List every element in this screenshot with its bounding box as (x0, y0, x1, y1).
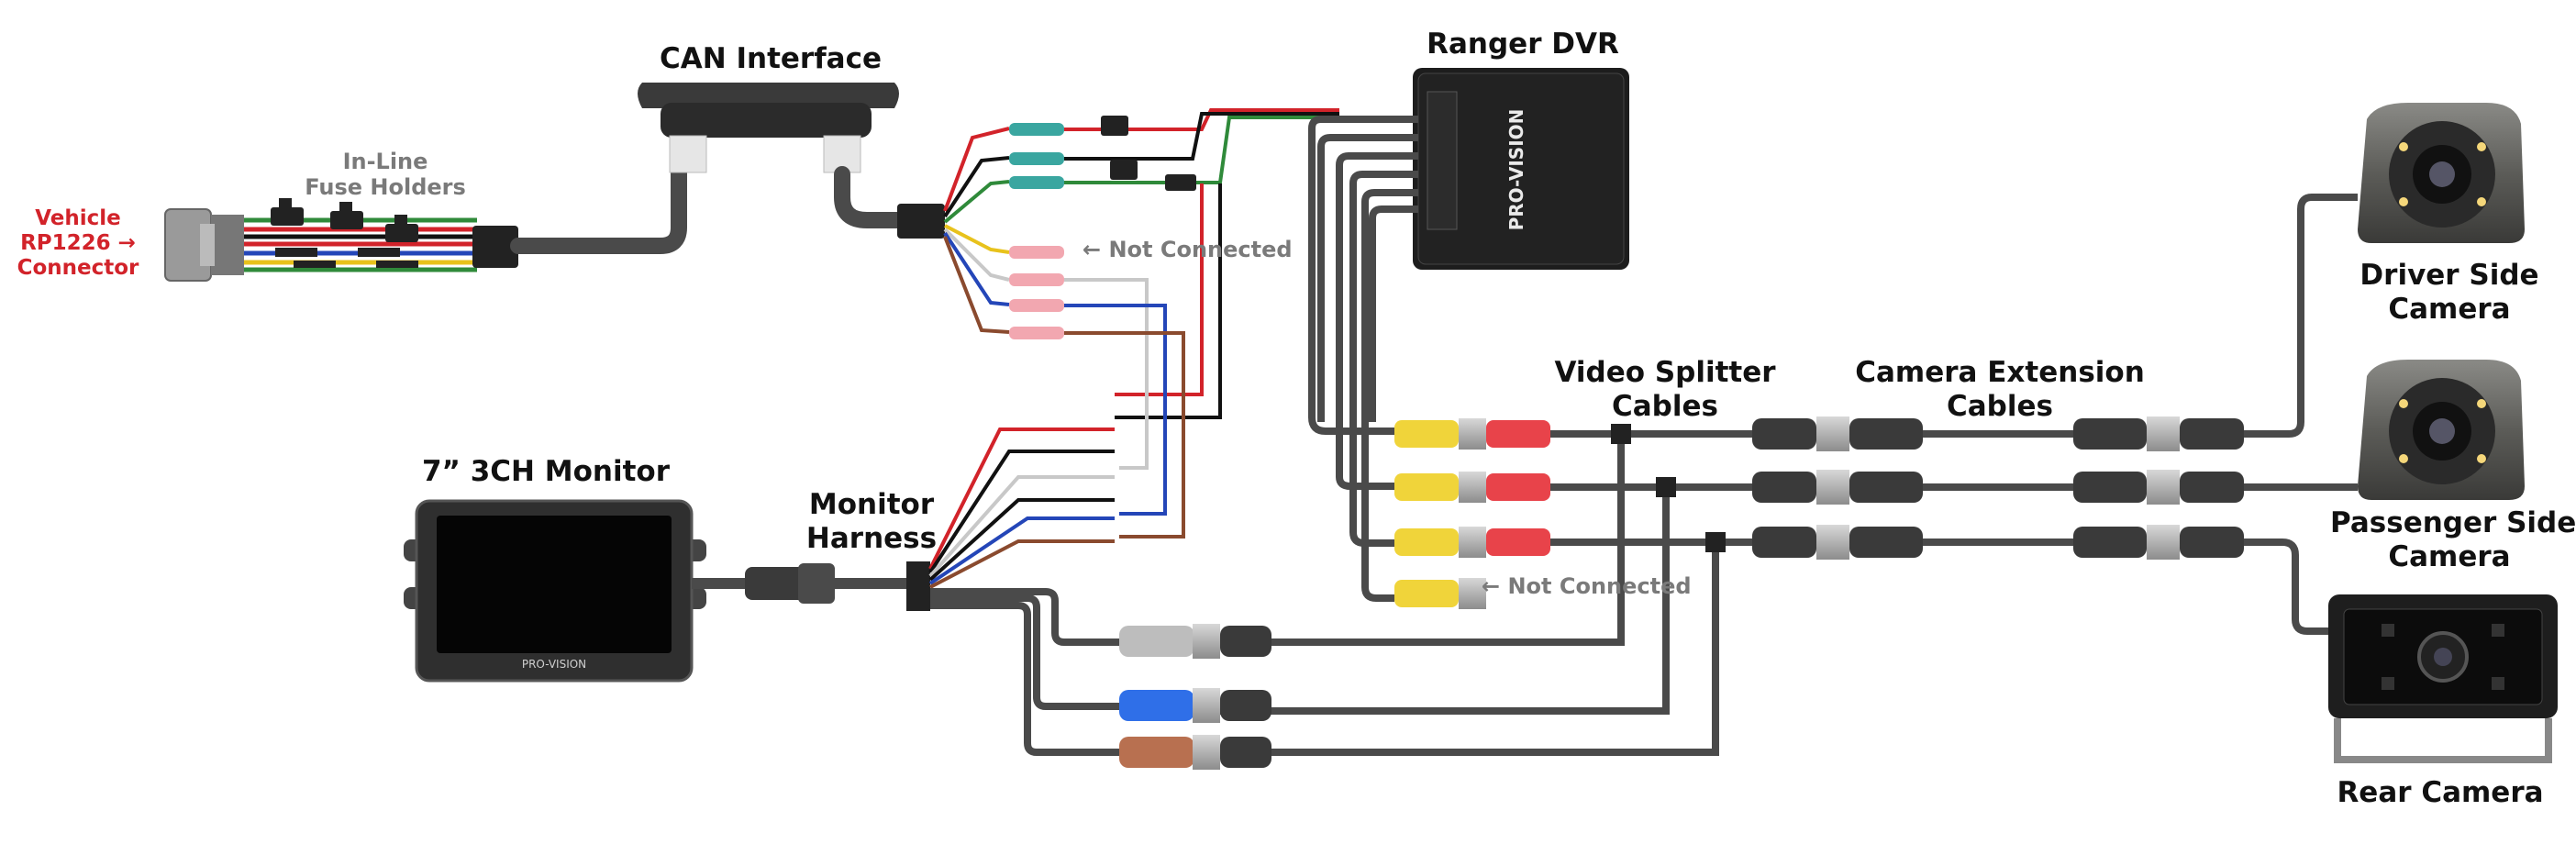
video-splitter-label-line2: Cables (1612, 389, 1718, 423)
video-splitter-row-1 (1394, 418, 1550, 450)
fuse-holders-label: In-Line Fuse Holders (303, 149, 468, 201)
camera-extension-cables (1752, 194, 2358, 635)
vehicle-connector-label-line2: RP1226 → (20, 231, 136, 256)
can-crimp-connectors (1009, 123, 1064, 339)
can-interface-label: CAN Interface (659, 42, 883, 75)
camera-extension-label-line1: Camera Extension (1855, 356, 2145, 389)
passenger-camera-label: Passenger Side Camera (2330, 506, 2576, 573)
driver-camera-label-line2: Camera (2388, 292, 2511, 326)
camera-extension-label-line2: Cables (1947, 389, 2053, 423)
splitter-junctions (1611, 424, 1726, 552)
driver-camera-label-line1: Driver Side (2359, 259, 2539, 292)
not-connected-can-label: ← Not Connected (1083, 237, 1293, 262)
can-fanout-wires (943, 127, 1010, 334)
monitor-harness-label-line1: Monitor (808, 488, 935, 521)
monitor-harness-label-line2: Harness (805, 521, 938, 555)
monitor-harness-cable (692, 561, 930, 611)
video-splitter-label-line1: Video Splitter (1554, 356, 1776, 389)
driver-camera-label: Driver Side Camera (2348, 259, 2550, 326)
video-splitter-row-2 (1394, 472, 1550, 503)
rp1226-connector (164, 208, 244, 282)
can-fuse-holders (1101, 116, 1196, 191)
monitor-label: 7” 3CH Monitor (421, 455, 671, 488)
harness-video-cables (930, 588, 1119, 756)
splitter-to-extension-cables (1216, 430, 1752, 756)
can-output-cable (834, 166, 912, 228)
passenger-side-camera (2358, 360, 2525, 500)
video-splitter-row-3 (1394, 527, 1550, 558)
monitor-harness-label: Monitor Harness (798, 488, 945, 555)
dvr-brand-text: PRO-VISION (1505, 109, 1527, 231)
vehicle-connector-label-line1: Vehicle (35, 206, 121, 230)
inline-fuse-holders (271, 198, 418, 268)
rear-camera (2328, 594, 2558, 763)
video-splitter-label: Video Splitter Cables (1550, 356, 1780, 423)
vehicle-connector-label: Vehicle RP1226 → Connector (9, 206, 147, 281)
can-to-dvr-wires (1064, 108, 1339, 539)
camera-extension-label: Camera Extension Cables (1853, 356, 2147, 423)
monitor-3ch: PRO-VISION (404, 499, 706, 683)
fuse-holders-label-line1: In-Line (342, 149, 428, 174)
video-splitter-row-4 (1394, 578, 1486, 609)
monitor-brand-text: PRO-VISION (522, 658, 586, 671)
fuse-holders-label-line2: Fuse Holders (305, 174, 466, 201)
can-output-plug (897, 204, 945, 239)
passenger-camera-label-line2: Camera (2388, 539, 2511, 573)
ranger-dvr-box: PRO-VISION (1413, 68, 1629, 270)
can-interface-box (638, 83, 899, 173)
passenger-camera-label-line1: Passenger Side (2330, 506, 2576, 539)
driver-side-camera (2358, 103, 2525, 243)
not-connected-dvr-label: ← Not Connected (1482, 573, 1692, 599)
ranger-dvr-label: Ranger DVR (1427, 28, 1619, 61)
monitor-video-connectors (1119, 624, 1271, 770)
dvr-output-cables (1308, 116, 1418, 602)
can-input-plug (472, 139, 687, 268)
vehicle-connector-label-line3: Connector (17, 256, 139, 281)
harness-fanout-wires (928, 428, 1115, 589)
rear-camera-label: Rear Camera (2337, 776, 2544, 809)
